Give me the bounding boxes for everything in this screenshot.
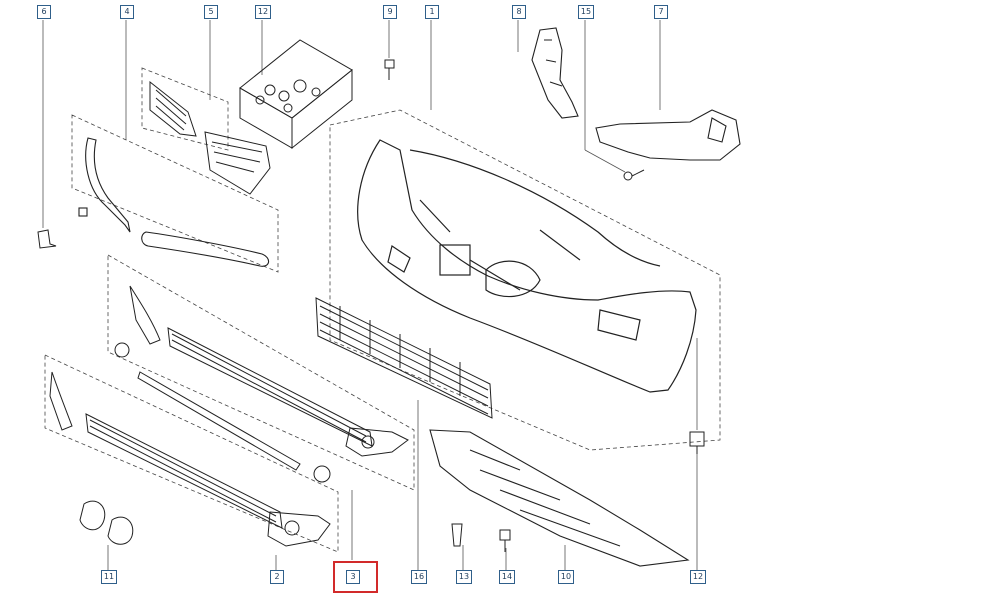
- part-9-screw: [384, 59, 395, 80]
- callout-8[interactable]: 8: [512, 5, 526, 19]
- callout-3[interactable]: 3: [346, 570, 360, 584]
- part-11-fog-lamps: [79, 500, 134, 545]
- callout-12-top[interactable]: 12: [255, 5, 271, 19]
- callout-5[interactable]: 5: [204, 5, 218, 19]
- part-7-bracket: [595, 109, 741, 161]
- part-4-trim: [78, 137, 270, 267]
- callout-13[interactable]: 13: [456, 570, 472, 584]
- callout-7[interactable]: 7: [654, 5, 668, 19]
- part-3-group: [114, 285, 409, 483]
- part-6-clip: [37, 229, 57, 249]
- part-5-grilles: [149, 80, 271, 195]
- part-14-screw: [499, 529, 511, 552]
- part-12-bolt: [689, 431, 705, 454]
- callout-2[interactable]: 2: [270, 570, 284, 584]
- part-1-bumper: [357, 139, 697, 393]
- callout-16[interactable]: 16: [411, 570, 427, 584]
- callout-1[interactable]: 1: [425, 5, 439, 19]
- part-16-grille: [315, 297, 493, 419]
- part-12-kit-box: [239, 39, 353, 150]
- part-10-undertray: [429, 429, 690, 567]
- callout-11[interactable]: 11: [101, 570, 117, 584]
- callout-4[interactable]: 4: [120, 5, 134, 19]
- leader-lines: [42, 20, 698, 570]
- part-2-group: [49, 371, 331, 547]
- selected-part-highlight: [333, 561, 378, 593]
- callout-9[interactable]: 9: [383, 5, 397, 19]
- part-13-clip: [451, 523, 463, 547]
- callout-12-bottom[interactable]: 12: [690, 570, 706, 584]
- callout-10[interactable]: 10: [558, 570, 574, 584]
- part-15-bolt: [623, 169, 645, 181]
- group-outlines: [44, 67, 721, 553]
- callout-6[interactable]: 6: [37, 5, 51, 19]
- callout-15[interactable]: 15: [578, 5, 594, 19]
- callout-14[interactable]: 14: [499, 570, 515, 584]
- part-8-bracket: [531, 27, 579, 119]
